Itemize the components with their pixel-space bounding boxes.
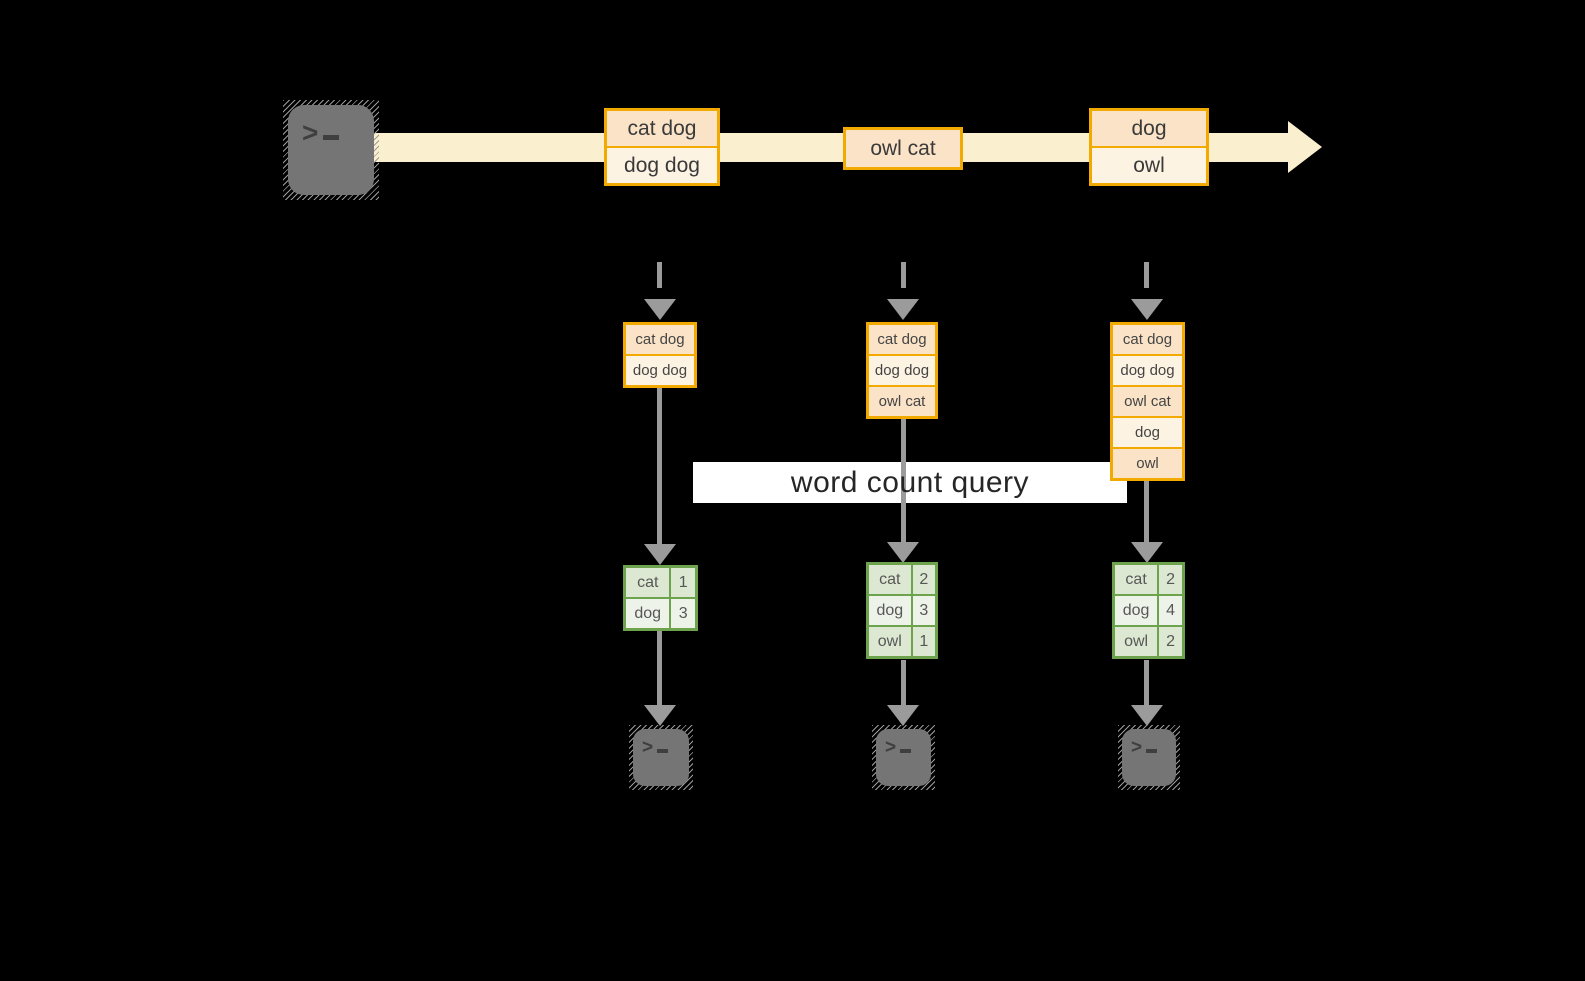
event-cell: owl bbox=[1092, 148, 1206, 183]
counts-table: cat 2 dog 3 owl 1 bbox=[866, 562, 938, 659]
buffer-cell: dog dog bbox=[1113, 356, 1182, 385]
count-value-cell: 1 bbox=[912, 627, 935, 656]
count-value-cell: 2 bbox=[1159, 627, 1182, 656]
buffer-cell: owl cat bbox=[869, 387, 935, 416]
count-word-cell: dog bbox=[869, 596, 911, 625]
count-value-cell: 3 bbox=[671, 599, 695, 628]
output-terminal-icon: > bbox=[1118, 725, 1180, 790]
buffer-stack: cat dog dog dog bbox=[623, 322, 697, 388]
terminal-prompt-icon: > bbox=[302, 119, 374, 147]
prompt-cursor bbox=[1146, 749, 1158, 753]
flow-arrow-shaft bbox=[901, 417, 906, 542]
buffer-cell: dog bbox=[1113, 418, 1182, 447]
dashed-arrow-shaft bbox=[1144, 262, 1149, 288]
arrow-head-icon bbox=[644, 299, 676, 320]
buffer-cell: owl cat bbox=[1113, 387, 1182, 416]
count-value-cell: 2 bbox=[1159, 565, 1182, 594]
event-cell: dog bbox=[1092, 111, 1206, 146]
count-word-cell: owl bbox=[1115, 627, 1158, 656]
arrow-head-icon bbox=[887, 299, 919, 320]
terminal-prompt-icon: > bbox=[642, 738, 689, 757]
count-word-cell: cat bbox=[869, 565, 911, 594]
output-terminal-icon: > bbox=[629, 725, 693, 790]
source-terminal-icon: > bbox=[283, 100, 379, 200]
dashed-arrow-shaft bbox=[901, 262, 906, 288]
event-cell: cat dog bbox=[607, 111, 717, 146]
query-label: word count query bbox=[790, 465, 1030, 499]
flow-arrow-shaft bbox=[901, 660, 906, 705]
count-word-cell: owl bbox=[869, 627, 911, 656]
event-cell: dog dog bbox=[607, 148, 717, 183]
arrow-head-icon bbox=[1131, 705, 1163, 726]
counts-table: cat 2 dog 4 owl 2 bbox=[1112, 562, 1185, 659]
query-label-box bbox=[693, 462, 1127, 503]
flow-arrow-shaft bbox=[1144, 660, 1149, 705]
count-word-cell: dog bbox=[626, 599, 670, 628]
dashed-arrow-shaft bbox=[657, 262, 662, 288]
count-word-cell: cat bbox=[1115, 565, 1158, 594]
buffer-stack: cat dog dog dog owl cat dog owl bbox=[1110, 322, 1185, 481]
prompt-chevron: > bbox=[1131, 737, 1143, 758]
buffer-cell: cat dog bbox=[1113, 325, 1182, 354]
buffer-cell: cat dog bbox=[626, 325, 694, 354]
count-value-cell: 4 bbox=[1159, 596, 1182, 625]
prompt-chevron: > bbox=[302, 117, 319, 148]
terminal-body: > bbox=[1122, 729, 1176, 786]
count-value-cell: 2 bbox=[912, 565, 935, 594]
arrow-head-icon bbox=[1131, 542, 1163, 563]
stream-event-box: cat dog dog dog bbox=[604, 108, 720, 186]
prompt-chevron: > bbox=[885, 737, 897, 758]
flow-arrow-shaft bbox=[657, 631, 662, 705]
buffer-cell: dog dog bbox=[626, 356, 694, 385]
prompt-cursor bbox=[657, 749, 669, 753]
prompt-chevron: > bbox=[642, 737, 654, 758]
buffer-cell: owl bbox=[1113, 449, 1182, 478]
event-cell: owl cat bbox=[846, 130, 960, 167]
stream-event-box: dog owl bbox=[1089, 108, 1209, 186]
count-word-cell: cat bbox=[626, 568, 670, 597]
buffer-stack: cat dog dog dog owl cat bbox=[866, 322, 938, 419]
counts-table: cat 1 dog 3 bbox=[623, 565, 698, 631]
buffer-cell: cat dog bbox=[869, 325, 935, 354]
terminal-body: > bbox=[288, 105, 374, 195]
arrow-head-icon bbox=[887, 542, 919, 563]
terminal-body: > bbox=[876, 729, 931, 786]
count-value-cell: 1 bbox=[671, 568, 695, 597]
prompt-cursor bbox=[900, 749, 912, 753]
output-terminal-icon: > bbox=[872, 725, 935, 790]
buffer-cell: dog dog bbox=[869, 356, 935, 385]
flow-arrow-shaft bbox=[1144, 479, 1149, 542]
count-value-cell: 3 bbox=[912, 596, 935, 625]
terminal-prompt-icon: > bbox=[1131, 738, 1176, 757]
count-word-cell: dog bbox=[1115, 596, 1158, 625]
arrow-head-icon bbox=[887, 705, 919, 726]
stream-event-box: owl cat bbox=[843, 127, 963, 170]
flow-arrow-shaft bbox=[657, 386, 662, 544]
arrow-head-icon bbox=[644, 705, 676, 726]
terminal-body: > bbox=[633, 729, 689, 786]
terminal-prompt-icon: > bbox=[885, 738, 931, 757]
prompt-cursor bbox=[323, 135, 340, 140]
arrow-head-icon bbox=[1131, 299, 1163, 320]
arrow-head-icon bbox=[644, 544, 676, 565]
stream-arrowhead-icon bbox=[1288, 121, 1322, 173]
